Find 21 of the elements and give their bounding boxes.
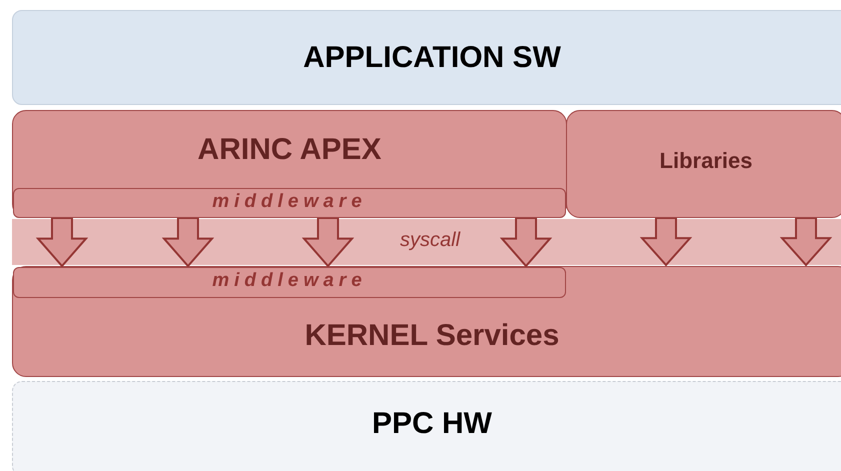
block-arrow <box>640 218 692 266</box>
layer-box <box>12 110 567 218</box>
block-arrow <box>302 218 354 267</box>
layer-label: PPC HW <box>371 407 493 441</box>
layer-label: KERNEL Services <box>304 319 560 353</box>
layer-box <box>12 381 841 471</box>
block-arrow <box>162 218 214 267</box>
layer-box <box>566 110 841 218</box>
block-arrow <box>36 218 88 267</box>
middleware-bar <box>13 267 566 298</box>
layer-label: Libraries <box>658 148 754 174</box>
layer-label: syscall <box>400 229 460 252</box>
layer-box <box>12 266 841 377</box>
layer-label: middleware <box>211 270 368 292</box>
layer-label: APPLICATION SW <box>302 41 562 75</box>
layer-label: middleware <box>211 191 368 213</box>
layer-label: ARINC APEX <box>196 133 382 167</box>
block-arrow <box>500 218 552 267</box>
middleware-bar <box>13 188 566 218</box>
block-arrow <box>780 218 832 266</box>
layer-box <box>12 10 841 105</box>
